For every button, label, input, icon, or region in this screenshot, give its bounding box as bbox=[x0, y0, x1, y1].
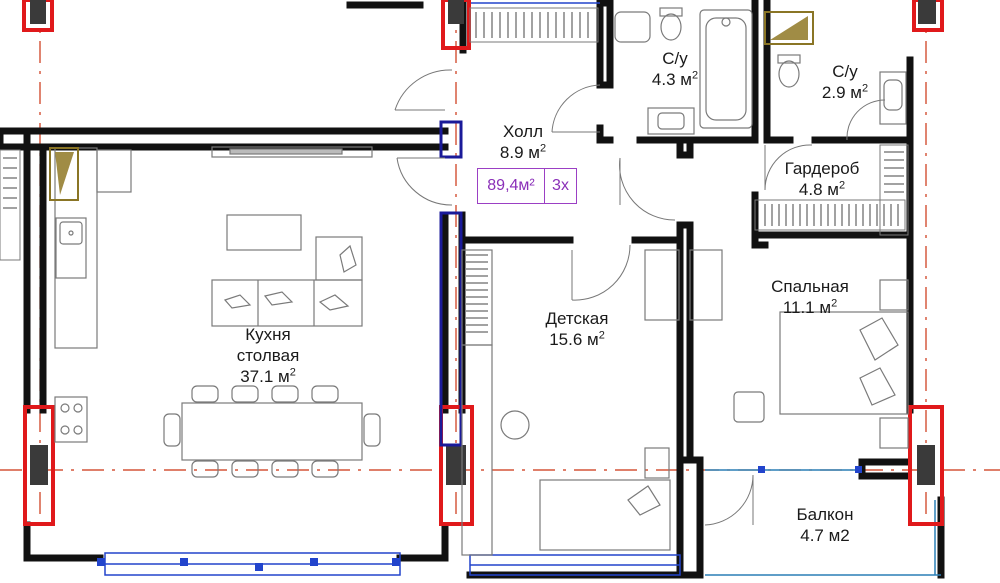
room-name: Гардероб bbox=[784, 159, 860, 178]
door-icon bbox=[394, 69, 886, 526]
area-superscript: 2 bbox=[838, 179, 846, 192]
room-label-kids: Детская 15.6 м2 bbox=[527, 308, 627, 350]
area-superscript: 2 bbox=[598, 329, 605, 342]
stove-icon bbox=[54, 396, 88, 443]
window-nodes bbox=[97, 466, 862, 571]
area-superscript: 2 bbox=[539, 142, 547, 155]
room-area: 2.9 м bbox=[821, 83, 862, 102]
rooms-count: 3х bbox=[552, 177, 569, 194]
wardrobe-rack-icon bbox=[0, 7, 909, 261]
room-label-balcony: Балкон 4.7 м2 bbox=[775, 504, 875, 546]
area-superscript: 2 bbox=[861, 82, 869, 95]
room-area: 15.6 м bbox=[549, 330, 599, 349]
room-name: Спальная bbox=[771, 277, 849, 296]
room-name-line2: столвая bbox=[236, 346, 300, 365]
sink-icon bbox=[55, 217, 87, 279]
blue-frames bbox=[439, 120, 463, 447]
dining-table-icon bbox=[163, 385, 381, 478]
kitchen-furniture bbox=[54, 146, 373, 349]
room-label-bedroom: Спальная 11.1 м2 bbox=[750, 276, 870, 318]
room-label-bath1: С/у 4.3 м2 bbox=[635, 48, 715, 90]
room-name: Кухня bbox=[245, 325, 291, 344]
room-label-kitchen: Кухня столвая 37.1 м2 bbox=[218, 324, 318, 387]
toilet-icon bbox=[614, 7, 907, 125]
sofa-icon bbox=[211, 236, 363, 327]
area-superscript: 2 bbox=[691, 69, 699, 82]
area-superscript: 2 bbox=[289, 366, 296, 379]
room-area: 8.9 м bbox=[499, 143, 540, 162]
room-label-wardrobe: Гардероб 4.8 м2 bbox=[767, 158, 877, 200]
room-area: 37.1 м bbox=[240, 367, 290, 386]
bed-icon bbox=[689, 249, 909, 449]
total-area-badge: 89,4м² 3х bbox=[477, 168, 577, 204]
balcony-outline bbox=[705, 469, 941, 576]
room-label-hall: Холл 8.9 м2 bbox=[488, 121, 558, 163]
room-area: 11.1 м bbox=[782, 298, 832, 317]
room-name: Детская bbox=[545, 309, 609, 328]
windows bbox=[104, 2, 681, 576]
area-superscript: 2 bbox=[831, 297, 838, 310]
shower-icon bbox=[764, 11, 814, 45]
column-icon bbox=[22, 0, 944, 526]
washer-icon bbox=[49, 147, 79, 201]
bathtub-icon bbox=[647, 9, 753, 135]
room-name: С/у bbox=[662, 49, 688, 68]
kids-furniture bbox=[461, 249, 680, 556]
room-area: 4.8 м bbox=[798, 180, 839, 199]
room-name: С/у bbox=[832, 62, 858, 81]
room-area: 4.3 м bbox=[651, 70, 692, 89]
room-name: Холл bbox=[502, 122, 544, 141]
total-area: 89,4м² bbox=[478, 169, 545, 203]
room-label-bath2: С/у 2.9 м2 bbox=[805, 61, 885, 103]
room-name: Балкон bbox=[796, 505, 854, 524]
room-area: 4.7 м2 bbox=[800, 526, 850, 545]
